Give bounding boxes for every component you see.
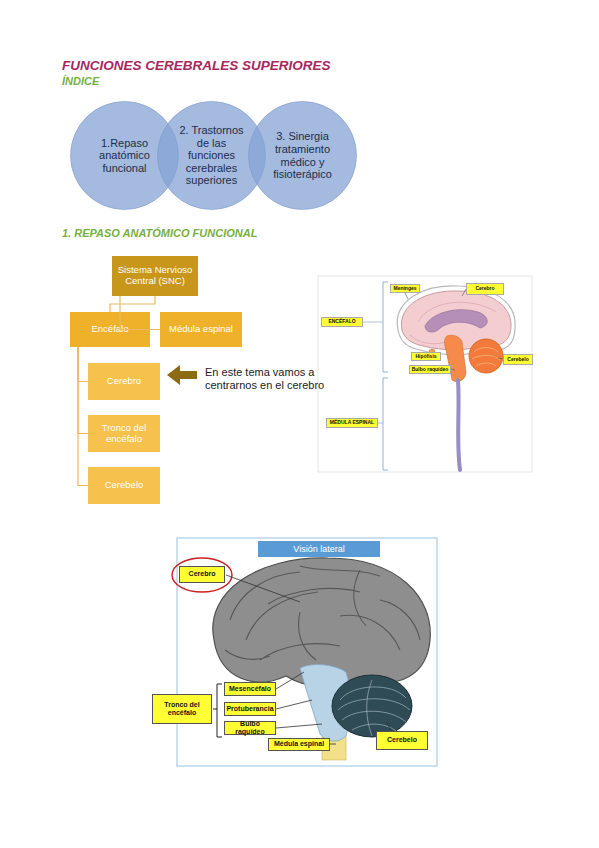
node-text: MÉDULA ESPINAL [330,420,374,426]
node-text: Mesencéfalo [229,685,271,693]
node-text: Visión lateral [293,544,344,554]
section-heading: 1. REPASO ANATÓMICO FUNCIONAL [62,227,362,240]
leader-line [226,575,300,602]
node-text: Cerebro [189,570,216,578]
bracket [213,684,222,737]
illustration-label: Protuberancia [224,702,276,716]
ventricle-shape [425,310,487,332]
node-text: Bulbo raquídeo [412,367,449,373]
index-circle-shape [249,102,357,210]
leader-line [378,423,383,424]
illustration-label: Bulbo raquídeo [224,721,276,735]
node-text: Hipófisis [415,354,436,360]
view-title-band: Visión lateral [258,541,380,557]
node-text: Cerebro [475,286,494,292]
node-text: Encéfalo [92,324,129,335]
illustration-label: Hipófisis [411,352,441,361]
cerebellum-folds [472,348,500,367]
node-text: Sistema Nervioso Central (SNC) [116,265,194,287]
hierarchy-box: Sistema Nervioso Central (SNC) [112,256,198,296]
node-text: Médula espinal [169,324,233,335]
tree-connector [78,347,88,382]
illustration-label: MÉDULA ESPINAL [326,418,378,428]
tree-connector [78,347,88,434]
section-heading: ÍNDICE [62,75,182,88]
leader-line [386,722,392,731]
tree-connector [120,296,160,330]
illustration-label: Bulbo raquídeo [409,365,451,374]
bracket [383,378,388,470]
leader-line [276,724,322,728]
pointer-arrow [167,365,197,385]
hierarchy-box: Tronco del encéfalo [88,415,160,452]
leader-line [363,322,383,323]
hierarchy-box: Cerebelo [88,467,160,504]
cerebellum-folds [338,680,410,736]
cerebellum-shape [332,675,412,737]
leader-line [451,369,455,370]
illustration-label: Meninges [390,284,420,293]
node-text: Cerebelo [507,357,528,363]
index-circle: 3. Sinergia tratamiento médico y fisiote… [248,101,357,210]
page-title: FUNCIONES CEREBRALES SUPERIORES [62,58,482,73]
note-text: En este tema vamos a centrarnos en el ce… [205,366,337,392]
node-text: Médula espinal [274,740,324,748]
illustration-label: Tronco del encéfalo [152,694,212,724]
hierarchy-box: Médula espinal [160,312,242,347]
node-text: 2. Trastornos de las funciones cerebrale… [175,124,249,187]
node-text: Cerebro [107,376,141,387]
illustration-label: ENCÉFALO [321,317,363,327]
node-text: 1.Repaso anatómico funcional [88,137,162,175]
node-text: ENCÉFALO [328,319,355,325]
gyrus-line [418,302,496,322]
bracket [383,282,388,372]
gyri-lines [225,566,420,660]
leader-line [330,744,336,745]
hierarchy-box: Cerebro [88,363,160,400]
illustration-label: Mesencéfalo [224,682,276,696]
gyrus-line [410,335,450,344]
node-text: Protuberancia [226,705,273,713]
node-text: Bulbo raquídeo [225,720,275,736]
spinal-cord-shape [458,380,460,470]
cerebellum-shape [469,339,503,373]
node-text: Tronco del encéfalo [153,701,211,717]
node-text: Tronco del encéfalo [91,423,157,445]
node-text: Meninges [393,286,416,292]
illustration-label: Cerebelo [376,731,428,750]
hierarchy-box: Encéfalo [70,312,150,347]
image-frame [318,276,532,472]
image-frame [177,538,437,766]
tree-connector [110,296,155,312]
tree-connector [78,347,88,486]
leader-line [405,293,408,299]
brainstem-shape [445,335,466,381]
illustration-label: Cerebro [466,283,504,295]
leader-line [276,700,312,709]
illustration-label: Cerebelo [503,354,533,365]
leader-line [276,672,304,689]
node-text: Cerebelo [387,736,417,744]
illustration-label: Cerebro [179,566,225,583]
node-text: 3. Sinergia tratamiento médico y fisiote… [266,130,340,181]
highlight-circle [172,558,232,592]
illustration-label: Médula espinal [268,738,330,751]
node-text: Cerebelo [105,480,144,491]
